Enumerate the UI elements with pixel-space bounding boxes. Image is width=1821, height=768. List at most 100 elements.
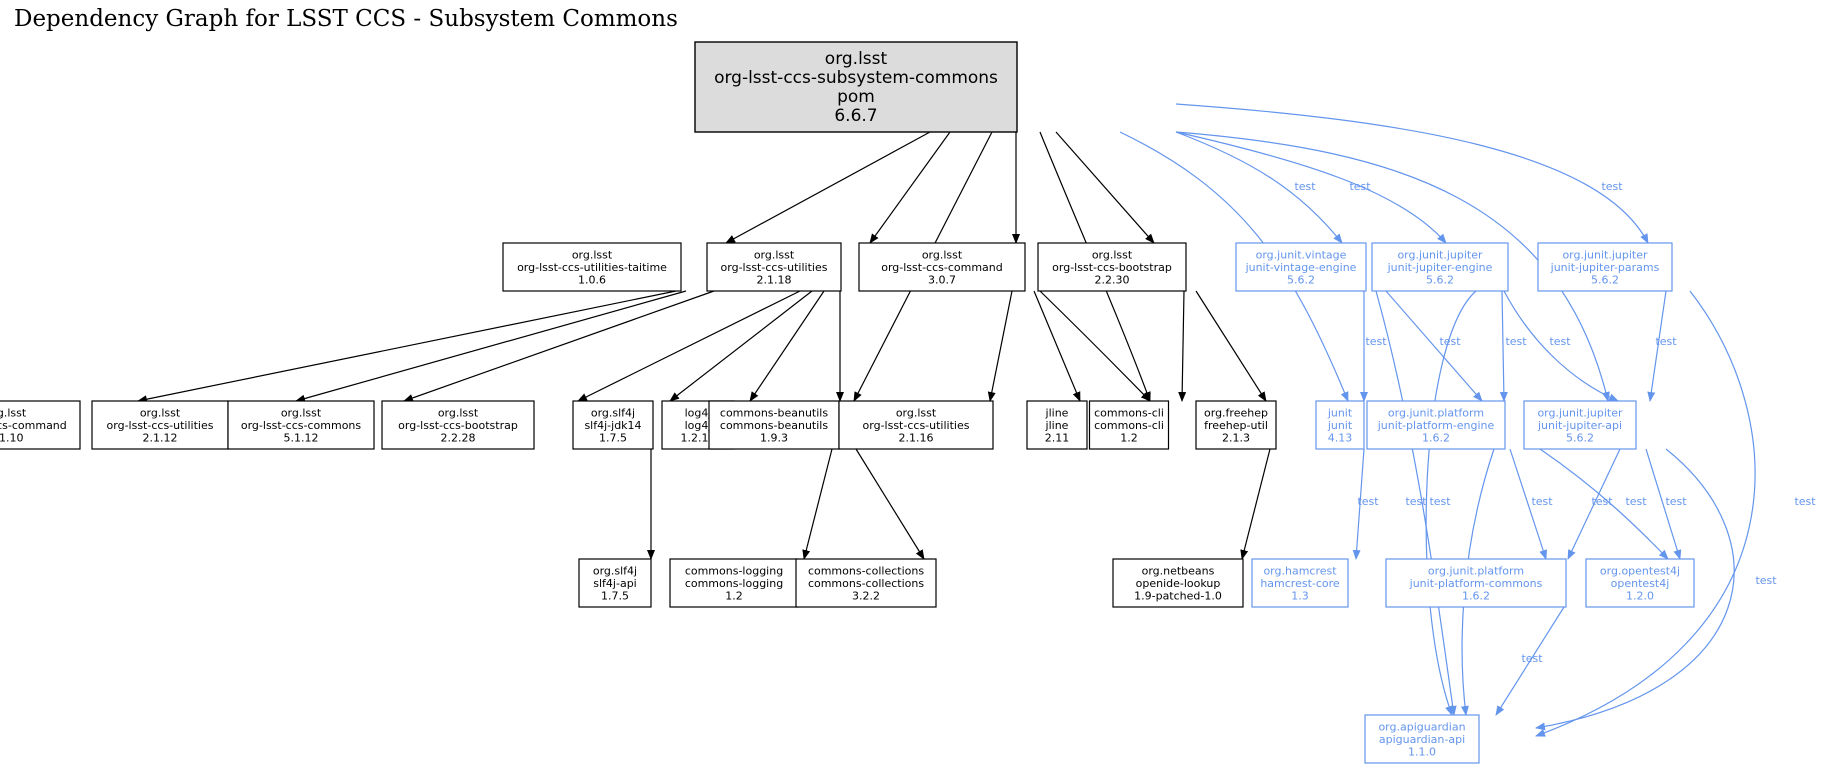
node-text-jline-2: 2.11 [1045, 431, 1070, 444]
edge-junit-to-hamcrest [1352, 448, 1365, 560]
edge-util2118-to-slf4jjdk [669, 290, 813, 402]
diagram-title: Dependency Graph for LSST CCS - Subsyste… [14, 6, 678, 32]
node-text-junit-1: junit [1327, 419, 1353, 432]
edge-command307-to-util2116 [987, 290, 1013, 402]
node-text-util2112-1: org-lsst-ccs-utilities [107, 419, 214, 432]
node-text-jline-0: jline [1045, 406, 1069, 419]
node-text-hamcrest-0: org.hamcrest [1263, 564, 1337, 577]
edge-beanutils-to-collections [855, 448, 925, 560]
node-text-openide-1: openide-lookup [1136, 577, 1221, 590]
edge-label-vintage-to-apiguardian: test [1405, 495, 1427, 508]
node-text-apiguardian-0: org.apiguardian [1378, 720, 1465, 733]
node-text-logging-1: commons-logging [685, 577, 783, 590]
node-text-jupapi-1: junit-jupiter-api [1537, 419, 1622, 432]
node-text-jline-1: jline [1045, 419, 1069, 432]
node-text-junit-0: junit [1327, 406, 1353, 419]
edge-taitime-to-commons5112 [403, 290, 715, 402]
node-text-openide-0: org.netbeans [1142, 564, 1215, 577]
node-text-freehep-1: freehep-util [1204, 419, 1268, 432]
node-text-log4j-0: log4j [685, 406, 712, 419]
node-text-apiguardian-1: apiguardian-api [1379, 733, 1465, 746]
node-box-jupengine [1371, 242, 1509, 292]
edge-root-to-taitime [725, 131, 931, 244]
node-jupparams: org.junit.jupiterjunit-jupiter-params5.6… [1537, 242, 1673, 292]
node-text-bootstrap2228-0: org.lsst [438, 406, 479, 419]
edge-label-platengine-to-platcommons: test [1531, 495, 1553, 508]
node-text-command2110-2: 2.1.10 [0, 431, 24, 444]
node-text-platengine-2: 1.6.2 [1422, 431, 1450, 444]
edge-jupengine-to-apiguardian [1425, 290, 1477, 716]
node-text-logging-0: commons-logging [685, 564, 783, 577]
node-text-vintage-1: junit-vintage-engine [1245, 261, 1357, 274]
node-box-platengine [1366, 400, 1506, 450]
node-text-util2112-0: org.lsst [140, 406, 181, 419]
node-text-collections-0: commons-collections [808, 564, 924, 577]
node-box-util2116 [838, 400, 994, 450]
node-box-opentest4j [1585, 558, 1695, 608]
node-text-opentest4j-2: 1.2.0 [1626, 589, 1654, 602]
node-text-util2118-0: org.lsst [754, 248, 795, 261]
edge-util2118-to-bootstrap2228 [577, 290, 801, 402]
node-text-cli-1: commons-cli [1094, 419, 1164, 432]
node-text-commons5112-1: org-lsst-ccs-commons [241, 419, 362, 432]
edge-label-junit-to-hamcrest: test [1357, 495, 1379, 508]
edge-jupapi-to-opentest4j [1645, 448, 1682, 560]
edge-label-jupapi-to-apiguardian: test [1755, 574, 1777, 587]
node-text-freehep-0: org.freehep [1204, 406, 1268, 419]
edge-root-to-util2118 [869, 131, 951, 244]
node-text-bootstrap2230-2: 2.2.30 [1095, 273, 1130, 286]
edge-beanutils-to-logging [802, 448, 833, 560]
node-text-vintage-0: org.junit.vintage [1256, 248, 1347, 261]
node-text-log4j-1: log4j [685, 419, 712, 432]
edge-jupapi-to-apiguardian [1535, 448, 1735, 731]
edge-root-to-vintage [1175, 131, 1343, 244]
node-text-root-0: org.lsst [825, 49, 888, 69]
node-text-commons5112-2: 5.1.12 [284, 431, 319, 444]
node-text-platengine-1: junit-platform-engine [1377, 419, 1495, 432]
node-text-util2116-0: org.lsst [896, 406, 937, 419]
node-text-platcommons-1: junit-platform-commons [1409, 577, 1543, 590]
node-box-junit [1315, 400, 1365, 450]
node-text-util2118-1: org-lsst-ccs-utilities [721, 261, 828, 274]
node-text-log4j-2: 1.2.17 [681, 431, 716, 444]
node-text-root-2: pom [837, 87, 875, 107]
node-box-logging [669, 558, 799, 608]
node-text-collections-2: 3.2.2 [852, 589, 880, 602]
node-text-command307-2: 3.0.7 [928, 273, 956, 286]
node-text-openide-2: 1.9-patched-1.0 [1134, 589, 1222, 602]
node-text-bootstrap2230-1: org-lsst-ccs-bootstrap [1052, 261, 1172, 274]
node-text-jupparams-1: junit-jupiter-params [1550, 261, 1660, 274]
edge-label-jupapi-to-opentest4j: test [1665, 495, 1687, 508]
node-text-logging-2: 1.2 [725, 589, 743, 602]
node-text-jupapi-2: 5.6.2 [1566, 431, 1594, 444]
node-text-collections-1: commons-collections [808, 577, 924, 590]
node-box-taitime [502, 242, 682, 292]
node-box-platcommons [1385, 558, 1567, 608]
edge-label-jupengine-to-platengine: test [1505, 335, 1527, 348]
node-text-jupapi-0: org.junit.jupiter [1537, 406, 1623, 419]
node-box-root [694, 41, 1018, 133]
node-box-slf4jjdk [572, 400, 654, 450]
node-text-opentest4j-1: opentest4j [1611, 577, 1670, 590]
node-text-platcommons-0: org.junit.platform [1428, 564, 1524, 577]
edge-label-platcommons-to-apiguardian: test [1521, 652, 1543, 665]
node-text-platcommons-2: 1.6.2 [1462, 589, 1490, 602]
edge-label-jupengine-to-apiguardian: test [1429, 495, 1451, 508]
node-text-command2110-0: org.lsst [0, 406, 27, 419]
node-openide: org.netbeansopenide-lookup1.9-patched-1.… [1112, 558, 1244, 608]
node-box-util2118 [706, 242, 842, 292]
node-text-bootstrap2230-0: org.lsst [1092, 248, 1133, 261]
node-text-opentest4j-0: org.opentest4j [1600, 564, 1680, 577]
node-text-beanutils-0: commons-beanutils [720, 406, 828, 419]
